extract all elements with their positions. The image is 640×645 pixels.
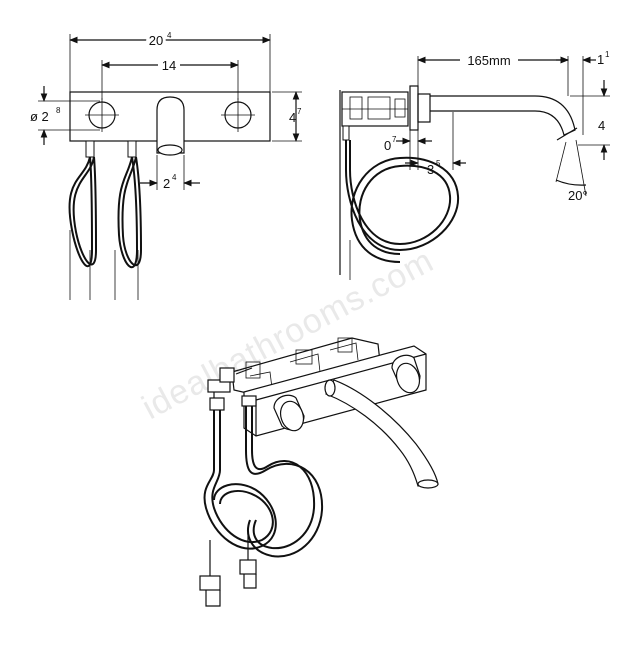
dimension-label-width: 20: [149, 33, 163, 48]
dimension-width: 20: [149, 33, 163, 48]
dimension-plate-depth-sup: 5: [436, 159, 441, 168]
dimension-spacing: 14: [162, 58, 176, 73]
dimension-height-sup: 7: [297, 107, 302, 116]
dimension-projection: 165mm: [467, 53, 510, 68]
dimension-width-sup: 4: [167, 31, 172, 40]
dimension-tip: 1: [597, 52, 604, 67]
hoses-iso: [199, 395, 324, 607]
plate-side: [409, 85, 419, 131]
dimension-gap: 0: [384, 138, 391, 153]
dimension-spout-offset: 2: [163, 176, 170, 191]
dimension-diameter-sup: 8: [56, 106, 61, 115]
spout-front: [156, 96, 185, 154]
isometric-view: [199, 337, 439, 607]
hose-side: [342, 125, 460, 280]
hoses-front: [68, 140, 143, 300]
dimension-spout-offset-sup: 4: [172, 173, 177, 182]
dimension-angle: 20°: [568, 188, 588, 203]
dimension-diameter: ø 2: [30, 109, 49, 124]
dimension-tip-sup: 1: [605, 50, 610, 59]
dimension-gap-sup: 7: [392, 135, 397, 144]
side-view: 165mm 1 1 4 20° 0 7 3 5: [339, 50, 610, 280]
spout-side: [430, 95, 576, 136]
dimension-spout-height: 4: [598, 118, 605, 133]
front-view: 20 20 4 14 4 7 ø 2 8 2 4: [30, 30, 302, 300]
dimension-height: 4: [289, 110, 296, 125]
